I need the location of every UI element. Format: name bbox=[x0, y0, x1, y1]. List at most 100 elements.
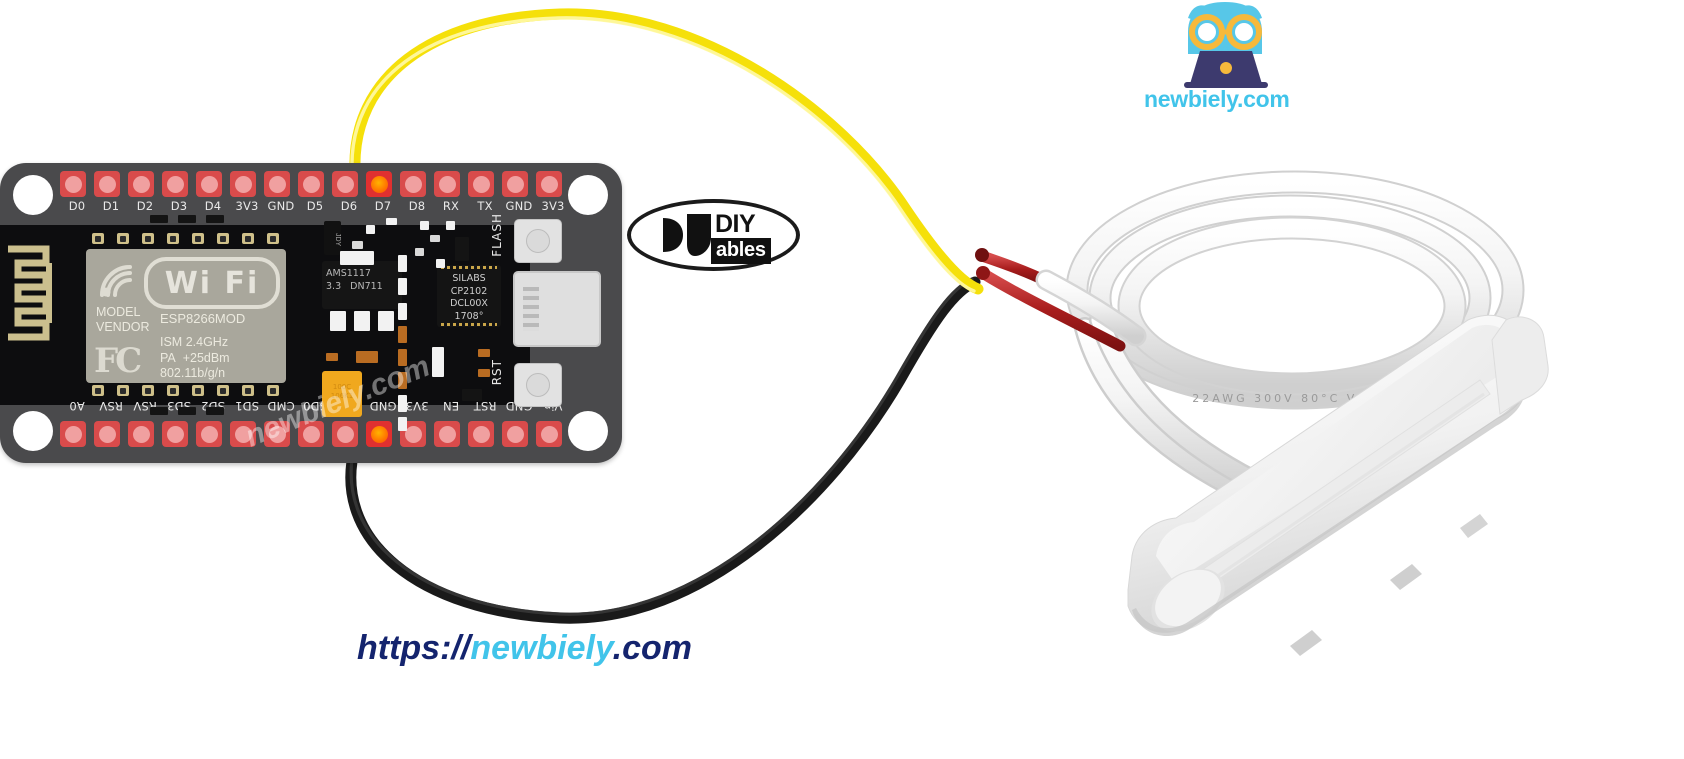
header-bottom-pads[interactable] bbox=[60, 421, 570, 447]
silk-mark bbox=[178, 215, 196, 223]
pin-pad-bottom-gnd[interactable] bbox=[502, 421, 528, 447]
smd-component bbox=[398, 417, 407, 431]
smd-component bbox=[478, 369, 490, 377]
smd-component bbox=[366, 225, 375, 234]
esp8266-module: Wi Fi MODELVENDOR ESP8266MOD ISM 2.4GHzP… bbox=[86, 249, 286, 383]
pin-pad-d7[interactable] bbox=[366, 171, 392, 197]
pin-pad-rx[interactable] bbox=[434, 171, 460, 197]
module-pin bbox=[117, 385, 129, 396]
url-tld: .com bbox=[613, 629, 692, 667]
fcc-logo: FC bbox=[94, 341, 139, 381]
pin-pad-gnd[interactable] bbox=[264, 171, 290, 197]
pin-pad-bottom-sd1[interactable] bbox=[230, 421, 256, 447]
url-protocol: https:// bbox=[357, 629, 470, 667]
pin-pad-d5[interactable] bbox=[298, 171, 324, 197]
smd-component bbox=[455, 237, 469, 261]
pin-label-bottom-en: EN bbox=[434, 399, 468, 413]
pin-pad-bottom-rsv[interactable] bbox=[128, 421, 154, 447]
pin-label-3v3: 3V3 bbox=[230, 199, 264, 213]
pin-label-d7: D7 bbox=[366, 199, 400, 213]
pin-label-bottom-a0: A0 bbox=[60, 399, 94, 413]
pin-pad-bottom-sd0[interactable] bbox=[298, 421, 324, 447]
pin-label-bottom-gnd: GND bbox=[366, 399, 400, 413]
reset-button[interactable] bbox=[514, 363, 562, 407]
smd-component bbox=[354, 311, 370, 331]
pin-pad-d0[interactable] bbox=[60, 171, 86, 197]
pin-pad-bottom-cmd[interactable] bbox=[264, 421, 290, 447]
newbiely-logo-caption: newbiely.com bbox=[1144, 86, 1290, 113]
module-pin bbox=[92, 385, 104, 396]
pin-pad-d6[interactable] bbox=[332, 171, 358, 197]
mount-hole bbox=[568, 175, 608, 215]
smd-component bbox=[398, 372, 407, 389]
pin-pad-gnd[interactable] bbox=[502, 171, 528, 197]
pin-label-d5: D5 bbox=[298, 199, 332, 213]
module-pin bbox=[217, 233, 229, 244]
pin-pad-bottom-en[interactable] bbox=[434, 421, 460, 447]
header-top-pads[interactable] bbox=[60, 171, 570, 197]
pin-pad-bottom-clk[interactable] bbox=[332, 421, 358, 447]
module-vendor-label: MODELVENDOR bbox=[96, 305, 149, 335]
module-pin bbox=[117, 233, 129, 244]
pin-label-d4: D4 bbox=[196, 199, 230, 213]
pin-label-bottom-rsv: RSV bbox=[94, 399, 128, 413]
silk-mark bbox=[206, 407, 224, 415]
micro-usb-port[interactable] bbox=[513, 271, 601, 347]
module-pin bbox=[167, 385, 179, 396]
pin-pad-bottom-rsv[interactable] bbox=[94, 421, 120, 447]
pin-pad-bottom-rst[interactable] bbox=[468, 421, 494, 447]
pin-pad-bottom-sd2[interactable] bbox=[196, 421, 222, 447]
smd-component bbox=[398, 255, 407, 272]
module-pin bbox=[192, 385, 204, 396]
pin-pad-d2[interactable] bbox=[128, 171, 154, 197]
pin-pad-d4[interactable] bbox=[196, 171, 222, 197]
smd-component bbox=[398, 278, 407, 295]
pin-pad-tx[interactable] bbox=[468, 171, 494, 197]
smd-component bbox=[446, 221, 455, 230]
esp8266-nodemcu-board[interactable]: D0D1D2D3D43V3GNDD5D6D7D8RXTXGND3V3 A0RSV… bbox=[0, 163, 622, 463]
pin-pad-3v3[interactable] bbox=[536, 171, 562, 197]
header-bottom-labels: A0RSVRSVSD3SD2SD1CMDSD0CLKGND3V3ENRSTGND… bbox=[60, 399, 570, 413]
smd-component bbox=[478, 349, 490, 357]
pin-pad-3v3[interactable] bbox=[230, 171, 256, 197]
smd-component bbox=[398, 326, 407, 343]
smd-component bbox=[420, 221, 429, 230]
pin-pad-bottom-a0[interactable] bbox=[60, 421, 86, 447]
reed-switch-sensor: 22AWG 300V 80°C VW-1 bbox=[960, 170, 1580, 670]
smd-component bbox=[398, 395, 407, 412]
header-top-labels: D0D1D2D3D43V3GNDD5D6D7D8RXTXGND3V3 bbox=[60, 199, 570, 213]
module-pin bbox=[92, 233, 104, 244]
pin-label-d3: D3 bbox=[162, 199, 196, 213]
pin-label-bottom-rst: RST bbox=[468, 399, 502, 413]
mount-hole bbox=[13, 175, 53, 215]
pin-label-bottom-cmd: CMD bbox=[264, 399, 298, 413]
pin-label-tx: TX bbox=[468, 199, 502, 213]
wifi-arc-icon bbox=[96, 261, 140, 301]
pin-pad-bottom-vin[interactable] bbox=[536, 421, 562, 447]
smd-component bbox=[356, 351, 378, 363]
pin-pad-d8[interactable] bbox=[400, 171, 426, 197]
smd-component bbox=[432, 347, 444, 377]
flash-button[interactable] bbox=[514, 219, 562, 263]
newbiely-owl-icon bbox=[1170, 2, 1280, 88]
cp2102-usb-uart-chip: SILABSCP2102DCL00X1708° bbox=[437, 265, 501, 327]
pin-label-d1: D1 bbox=[94, 199, 128, 213]
pin-label-d6: D6 bbox=[332, 199, 366, 213]
pin-pad-bottom-sd3[interactable] bbox=[162, 421, 188, 447]
smd-component bbox=[352, 241, 363, 249]
pin-pad-bottom-gnd[interactable] bbox=[366, 421, 392, 447]
url-name: newbiely bbox=[470, 629, 612, 667]
module-pin bbox=[167, 233, 179, 244]
module-pin bbox=[267, 233, 279, 244]
smd-component bbox=[415, 248, 424, 256]
pin-pad-d3[interactable] bbox=[162, 171, 188, 197]
module-pin bbox=[142, 233, 154, 244]
smd-component bbox=[430, 235, 440, 242]
silk-mark bbox=[150, 407, 168, 415]
diyables-sub-text: ables bbox=[711, 238, 771, 264]
pin-pad-d1[interactable] bbox=[94, 171, 120, 197]
diyables-mark-icon bbox=[661, 212, 713, 258]
mount-hole bbox=[568, 411, 608, 451]
pin-label-gnd: GND bbox=[264, 199, 298, 213]
